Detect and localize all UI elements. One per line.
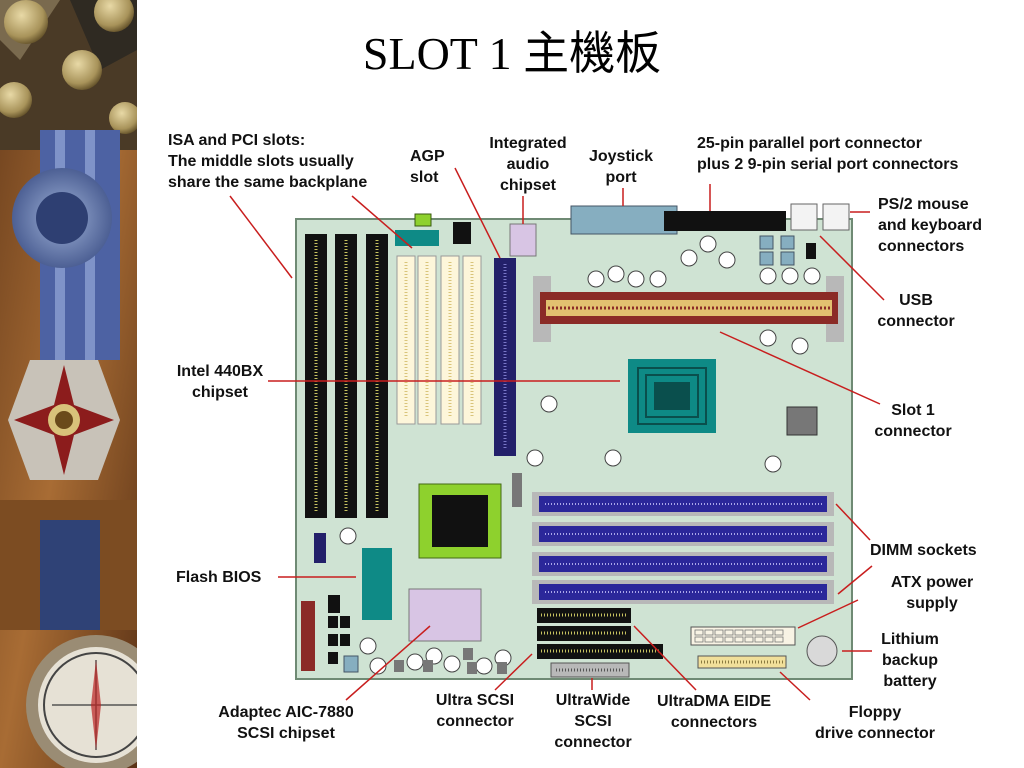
label-ultra-scsi-connector: Ultra SCSI connector <box>424 690 526 732</box>
usb-connector <box>759 235 816 266</box>
pci-slots <box>396 255 482 425</box>
ultra-scsi-connectors <box>537 608 663 659</box>
label-line: audio <box>506 156 550 173</box>
small-chip-green <box>414 213 432 227</box>
label-line: connector <box>877 313 955 330</box>
label-joystick-port: Joystick port <box>578 146 664 188</box>
label-audio-chipset: Integrated audio chipset <box>478 133 578 196</box>
decorative-sidebar-image <box>0 0 137 768</box>
atx-power-connector <box>690 626 796 646</box>
label-line: UltraDMA EIDE <box>656 693 772 710</box>
label-line: SCSI <box>574 713 612 730</box>
io-chip-gray <box>786 406 818 436</box>
label-line: drive connector <box>814 725 936 742</box>
label-floppy-drive-connector: Floppy drive connector <box>800 702 950 744</box>
label-line: battery <box>883 673 937 690</box>
lithium-battery <box>806 635 838 667</box>
label-line: Ultra SCSI <box>435 692 515 709</box>
label-line: Adaptec AIC-7880 <box>218 704 354 721</box>
label-line: Flash BIOS <box>176 569 262 586</box>
label-line: The middle slots usually <box>168 153 354 170</box>
slot1-connector <box>533 276 844 342</box>
slide-title: SLOT 1 主機板 <box>362 28 662 79</box>
leader-lines <box>229 167 885 701</box>
label-line: and keyboard <box>878 217 983 234</box>
small-components <box>394 648 507 674</box>
label-line: DIMM sockets <box>870 542 977 559</box>
label-line: port <box>605 169 637 186</box>
label-line: UltraWide <box>555 692 631 709</box>
flash-bios-chip <box>362 548 392 620</box>
medal-photo-graphic <box>0 0 137 768</box>
ultrawide-scsi-connector <box>550 662 630 678</box>
label-line: AGP <box>410 148 445 165</box>
label-line: slot <box>410 169 439 186</box>
audio-chipset <box>509 223 537 257</box>
parallel-port <box>664 211 786 231</box>
label-ultradma-eide-connectors: UltraDMA EIDE connectors <box>646 691 782 733</box>
label-line: SCSI chipset <box>237 725 335 742</box>
label-line: chipset <box>499 177 556 194</box>
label-line: connectors <box>670 714 758 731</box>
heatsink-chip <box>418 483 502 559</box>
isa-slots <box>305 234 388 518</box>
adaptec-scsi-chipset <box>408 588 482 642</box>
label-line: USB <box>899 292 933 309</box>
label-parallel-serial-ports: 25-pin parallel port connector plus 2 9-… <box>697 133 958 175</box>
small-chip-blue <box>314 533 326 563</box>
label-line: connector <box>874 423 952 440</box>
label-slot1-connector: Slot 1 connector <box>864 400 962 442</box>
small-chip-black <box>453 222 471 244</box>
label-line: chipset <box>191 384 248 401</box>
label-line: connector <box>554 734 632 751</box>
floppy-connector <box>697 655 787 669</box>
label-line: ISA and PCI slots: <box>168 132 306 149</box>
label-line: supply <box>906 595 958 612</box>
label-line: Slot 1 <box>891 402 935 419</box>
label-line: Integrated <box>489 135 567 152</box>
label-line: Intel 440BX <box>176 363 264 380</box>
joystick-port <box>570 205 678 235</box>
capacitors <box>339 235 821 675</box>
label-line: ATX power <box>890 574 974 591</box>
small-connector-gray <box>512 473 522 507</box>
label-line: plus 2 9-pin serial port connectors <box>697 156 959 173</box>
label-adaptec-scsi-chipset: Adaptec AIC-7880 SCSI chipset <box>206 702 366 744</box>
label-agp-slot: AGP slot <box>410 146 445 188</box>
label-lithium-battery: Lithium backup battery <box>872 629 948 692</box>
label-line: Floppy <box>848 704 902 721</box>
label-line: connector <box>436 713 514 730</box>
component-blue <box>343 655 359 673</box>
label-dimm-sockets: DIMM sockets <box>870 540 977 561</box>
label-line: share the same backplane <box>168 174 368 191</box>
label-line: connectors <box>878 238 965 255</box>
label-atx-power-supply: ATX power supply <box>880 572 984 614</box>
dimm-sockets <box>532 492 834 604</box>
jumper-blocks <box>328 595 350 664</box>
label-ps2-connectors: PS/2 mouse and keyboard connectors <box>878 194 982 257</box>
agp-slot <box>494 258 516 456</box>
label-isa-pci-slots: ISA and PCI slots: The middle slots usua… <box>168 130 367 193</box>
label-usb-connector: USB connector <box>866 290 966 332</box>
label-line: Lithium <box>881 631 939 648</box>
ps2-connector-1 <box>790 203 818 231</box>
component-red-bar <box>301 601 315 671</box>
label-line: backup <box>881 652 938 669</box>
label-line: PS/2 mouse <box>878 196 969 213</box>
label-ultrawide-scsi-connector: UltraWide SCSI connector <box>544 690 642 753</box>
label-line: 25-pin parallel port connector <box>697 135 922 152</box>
label-flash-bios: Flash BIOS <box>176 567 261 588</box>
intel-440bx-chipset <box>628 359 716 433</box>
label-line: Joystick <box>588 148 654 165</box>
ps2-connector-2 <box>822 203 850 231</box>
label-intel-440bx-chipset: Intel 440BX chipset <box>166 361 274 403</box>
